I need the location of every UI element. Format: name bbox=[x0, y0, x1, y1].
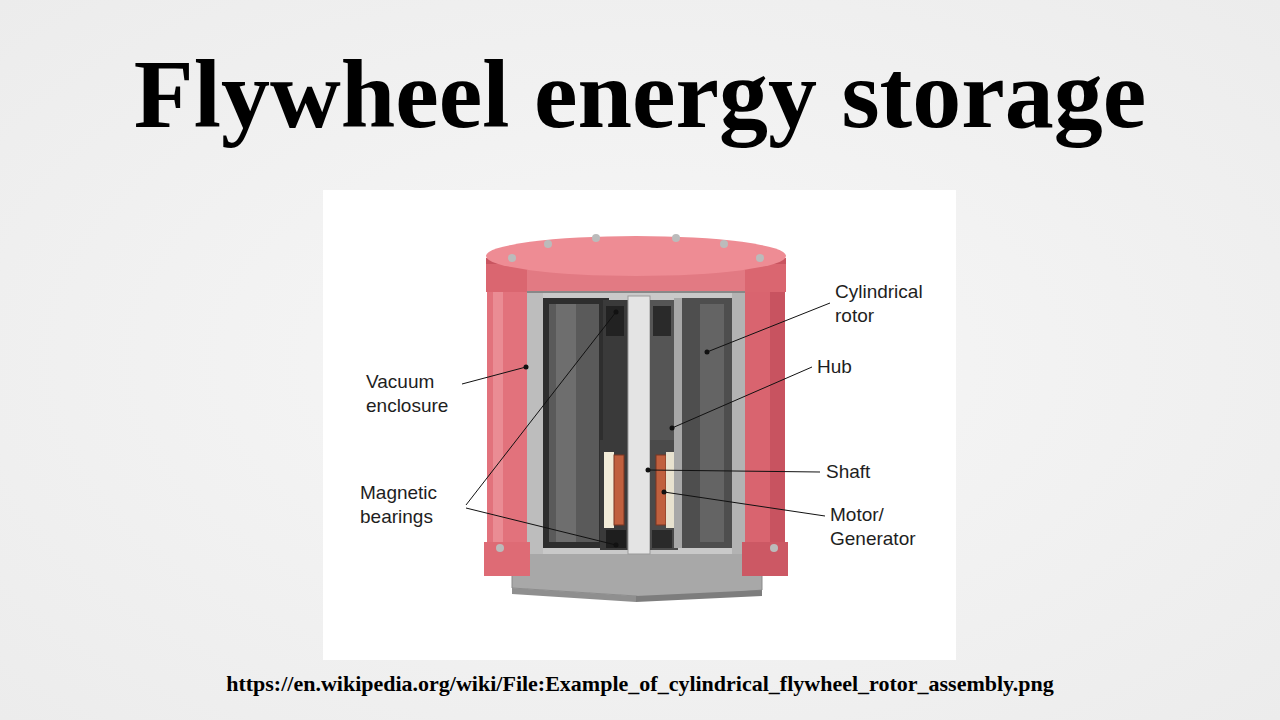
part-label: Cylindrical rotor bbox=[835, 280, 947, 328]
image-panel bbox=[323, 190, 956, 660]
part-label: Magnetic bearings bbox=[360, 481, 460, 529]
part-label: Hub bbox=[817, 355, 897, 379]
source-caption: https://en.wikipedia.org/wiki/File:Examp… bbox=[0, 671, 1280, 697]
part-label: Vacuum enclosure bbox=[366, 370, 462, 418]
diagram-title: Flywheel energy storage bbox=[0, 36, 1280, 154]
part-label: Shaft bbox=[826, 460, 916, 484]
flywheel-cutaway bbox=[484, 234, 788, 602]
part-label: Motor/ Generator bbox=[830, 503, 942, 551]
leader-lines bbox=[462, 303, 830, 545]
leader-dots bbox=[524, 310, 710, 548]
